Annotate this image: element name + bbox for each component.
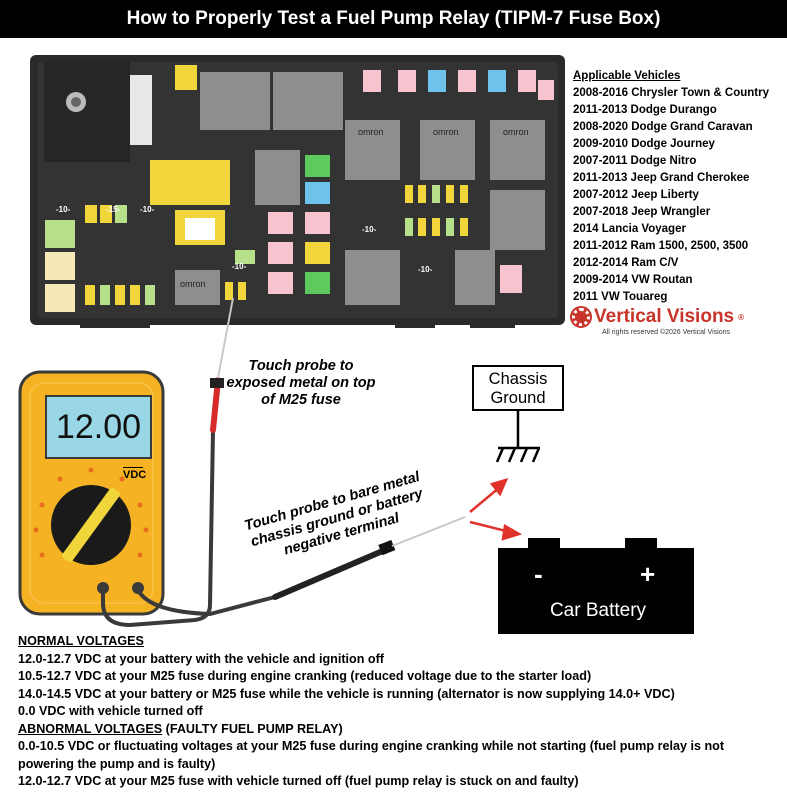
brand-rights: All rights reserved ©2026 Vertical Visio…	[602, 329, 730, 336]
abnormal-heading: ABNORMAL VOLTAGES	[18, 721, 163, 736]
vehicles-heading: Applicable Vehicles	[573, 70, 681, 82]
fuse-label: -10-	[362, 225, 377, 234]
black-probe	[272, 516, 466, 600]
ground-icon	[495, 411, 541, 463]
red-probe-note: Touch probe to exposed metal on top of M…	[226, 358, 376, 408]
arrows	[469, 478, 523, 541]
vehicle-item: 2009-2014 VW Routan	[573, 274, 693, 286]
abnormal-heading-suffix: (FAULTY FUEL PUMP RELAY)	[162, 721, 343, 736]
fuse-box	[30, 55, 565, 328]
brand-logo: Vertical Visions® All rights reserved ©2…	[570, 306, 772, 336]
page-title: How to Properly Test a Fuel Pump Relay (…	[0, 0, 787, 38]
vehicle-item: 2014 Lancia Voyager	[573, 223, 686, 235]
applicable-vehicles: Applicable Vehicles 2008-2016 Chrysler T…	[573, 68, 785, 306]
vehicle-item: 2011-2013 Jeep Grand Cherokee	[573, 172, 750, 184]
normal-heading: NORMAL VOLTAGES	[18, 634, 144, 648]
vehicle-item: 2008-2020 Dodge Grand Caravan	[573, 121, 753, 133]
voltage-guide: NORMAL VOLTAGES 12.0-12.7 VDC at your ba…	[18, 633, 783, 791]
battery-terminals: - +	[534, 559, 655, 589]
fuse-label: -15-	[106, 205, 121, 214]
chassis-ground-label: Chassis Ground	[472, 365, 564, 411]
vehicle-item: 2007-2011 Dodge Nitro	[573, 155, 697, 167]
vehicle-item: 2011-2013 Dodge Durango	[573, 104, 717, 116]
fuse-labels: -10- -15- -10- -10- -10- -10-	[56, 205, 433, 274]
relay-label: omron	[503, 127, 529, 137]
vehicle-item: 2008-2016 Chrysler Town & Country	[573, 87, 769, 99]
brand-name: Vertical Visions	[594, 306, 735, 327]
red-probe	[210, 297, 234, 433]
battery-icon	[498, 538, 694, 634]
fuse-label: -10-	[418, 265, 433, 274]
fuse-label: -10-	[140, 205, 155, 214]
abnormal-heading-row: ABNORMAL VOLTAGES (FAULTY FUEL PUMP RELA…	[18, 721, 783, 739]
fuse-label: -10-	[232, 262, 247, 271]
multimeter-unit: VDC	[123, 467, 146, 481]
unit-label: VDC	[123, 469, 147, 481]
gear-icon	[570, 306, 592, 328]
vehicle-item: 2012-2014 Ram C/V	[573, 257, 679, 269]
vehicle-item: 2009-2010 Dodge Journey	[573, 138, 715, 150]
abnormal-line: 12.0-12.7 VDC at your M25 fuse with vehi…	[18, 774, 579, 788]
relay-label: omron	[358, 127, 384, 137]
normal-line: 10.5-12.7 VDC at your M25 fuse during en…	[18, 669, 592, 683]
vehicle-item: 2007-2012 Jeep Liberty	[573, 189, 699, 201]
relay-label: omron	[180, 279, 206, 289]
normal-line: 14.0-14.5 VDC at your battery or M25 fus…	[18, 686, 675, 701]
vehicle-item: 2011-2012 Ram 1500, 2500, 3500	[573, 240, 749, 252]
probe-leads	[101, 428, 277, 628]
car-battery-label: Car Battery	[549, 600, 647, 621]
normal-line: 0.0 VDC with vehicle turned off	[18, 704, 203, 718]
abnormal-line: 0.0-10.5 VDC or fluctuating voltages at …	[18, 739, 725, 771]
multimeter-display: 12.00	[45, 395, 152, 459]
fuse-label: -10-	[56, 205, 71, 214]
relay-labels: omron omron omron omron	[180, 127, 529, 289]
normal-line: 12.0-12.7 VDC at your battery with the v…	[18, 651, 384, 666]
battery-plus: +	[640, 559, 655, 589]
battery-minus: -	[534, 559, 543, 589]
vehicle-item: 2007-2018 Jeep Wrangler	[573, 206, 711, 218]
relay-label: omron	[433, 127, 459, 137]
vehicle-item: 2011 VW Touareg	[573, 291, 668, 303]
